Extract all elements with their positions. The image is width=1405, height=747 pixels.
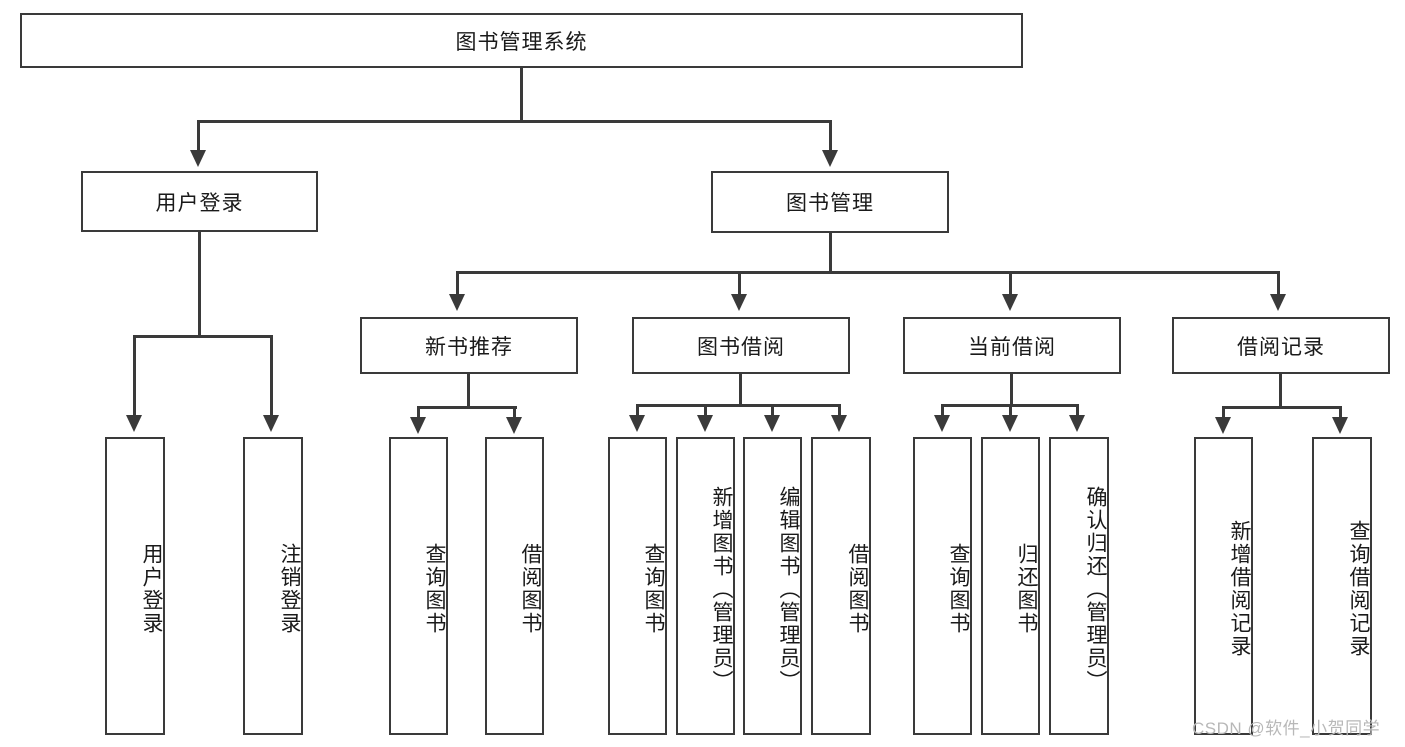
arrowhead-currentborrow-to-leaf3 <box>1069 415 1085 432</box>
leaf-add-borrow-record: 新增借阅记录 <box>1194 437 1253 735</box>
edge-newbook-to-leaf1 <box>417 406 420 419</box>
edge-bookmgmt-stem <box>829 233 832 273</box>
leaf-borrow-book-recommend-label: 借阅图书 <box>519 543 542 635</box>
leaf-borrow-book-label: 借阅图书 <box>846 543 869 635</box>
leaf-borrow-book: 借阅图书 <box>811 437 871 735</box>
edge-bookborrow-to-leaf4 <box>838 404 841 417</box>
edge-bookmgmt-to-newbook <box>456 271 459 296</box>
arrowhead-bookmgmt-to-newbook <box>449 294 465 311</box>
arrowhead-login-to-leaf1 <box>126 415 142 432</box>
arrowhead-bookborrow-to-leaf2 <box>697 415 713 432</box>
edge-bookborrow-to-leaf2 <box>704 404 707 417</box>
edge-records-to-leaf2 <box>1339 406 1342 419</box>
leaf-add-book-admin: 新增图书（管理员） <box>676 437 735 735</box>
leaf-query-book-borrow: 查询图书 <box>608 437 667 735</box>
node-current-borrow: 当前借阅 <box>903 317 1121 374</box>
edge-login-stem <box>198 232 201 336</box>
edge-root-bar <box>197 120 832 123</box>
node-current-borrow-label: 当前借阅 <box>968 335 1056 359</box>
leaf-query-book-current: 查询图书 <box>913 437 972 735</box>
arrowhead-root-to-bookmgmt <box>822 150 838 167</box>
arrowhead-root-to-login <box>190 150 206 167</box>
edge-bookmgmt-to-current <box>1009 271 1012 296</box>
edge-bookborrow-stem <box>739 374 742 406</box>
edge-bookborrow-to-leaf3 <box>771 404 774 417</box>
leaf-edit-book-admin-label: 编辑图书（管理员） <box>777 485 800 693</box>
leaf-logout-label: 注销登录 <box>278 543 301 635</box>
edge-currentborrow-to-leaf1 <box>941 404 944 417</box>
edge-newbook-to-leaf2 <box>513 406 516 419</box>
leaf-user-login: 用户登录 <box>105 437 165 735</box>
arrowhead-currentborrow-to-leaf1 <box>934 415 950 432</box>
leaf-query-book-borrow-label: 查询图书 <box>642 543 665 635</box>
leaf-query-borrow-record: 查询借阅记录 <box>1312 437 1372 735</box>
leaf-borrow-book-recommend: 借阅图书 <box>485 437 544 735</box>
leaf-user-login-label: 用户登录 <box>140 543 163 635</box>
edge-newbook-bar <box>417 406 517 409</box>
node-user-login-label: 用户登录 <box>155 191 244 215</box>
node-root: 图书管理系统 <box>20 13 1023 68</box>
node-new-book-recommend-label: 新书推荐 <box>425 335 513 359</box>
node-user-login: 用户登录 <box>81 171 318 232</box>
node-borrow-records: 借阅记录 <box>1172 317 1390 374</box>
leaf-query-book-recommend: 查询图书 <box>389 437 448 735</box>
leaf-query-book-recommend-label: 查询图书 <box>423 543 446 635</box>
arrowhead-currentborrow-to-leaf2 <box>1002 415 1018 432</box>
arrowhead-records-to-leaf1 <box>1215 417 1231 434</box>
arrowhead-login-to-leaf2 <box>263 415 279 432</box>
edge-root-to-bookmgmt <box>829 120 832 152</box>
edge-records-stem <box>1279 374 1282 409</box>
leaf-confirm-return-admin: 确认归还（管理员） <box>1049 437 1109 735</box>
leaf-edit-book-admin: 编辑图书（管理员） <box>743 437 802 735</box>
edge-bookmgmt-to-records <box>1277 271 1280 296</box>
node-root-label: 图书管理系统 <box>455 30 588 54</box>
leaf-logout: 注销登录 <box>243 437 303 735</box>
arrowhead-bookmgmt-to-records <box>1270 294 1286 311</box>
arrowhead-records-to-leaf2 <box>1332 417 1348 434</box>
leaf-add-borrow-record-label: 新增借阅记录 <box>1228 520 1251 658</box>
edge-root-stem <box>520 68 523 120</box>
edge-login-to-leaf1 <box>133 335 136 417</box>
edge-login-to-leaf2 <box>270 335 273 417</box>
node-book-management-label: 图书管理 <box>786 192 874 215</box>
leaf-add-book-admin-label: 新增图书（管理员） <box>710 485 733 693</box>
arrowhead-bookborrow-to-leaf3 <box>764 415 780 432</box>
node-borrow-records-label: 借阅记录 <box>1237 335 1325 359</box>
edge-newbook-stem <box>467 374 470 409</box>
edge-login-bar <box>133 335 273 338</box>
edge-records-to-leaf1 <box>1222 406 1225 419</box>
arrowhead-bookmgmt-to-current <box>1002 294 1018 311</box>
leaf-confirm-return-admin-label: 确认归还（管理员） <box>1084 485 1107 693</box>
leaf-return-book-label: 归还图书 <box>1015 543 1038 635</box>
leaf-query-book-current-label: 查询图书 <box>947 543 970 635</box>
edge-currentborrow-stem <box>1010 374 1013 406</box>
edge-bookmgmt-to-borrow <box>738 271 741 296</box>
edge-bookmgmt-bar <box>456 271 1279 274</box>
edge-root-to-login <box>197 120 200 152</box>
node-new-book-recommend: 新书推荐 <box>360 317 578 374</box>
edge-records-bar <box>1222 406 1342 409</box>
edge-bookborrow-to-leaf1 <box>636 404 639 417</box>
edge-bookborrow-bar <box>636 404 841 407</box>
node-book-management: 图书管理 <box>711 171 949 233</box>
edge-currentborrow-to-leaf2 <box>1009 404 1012 417</box>
arrowhead-newbook-to-leaf1 <box>410 417 426 434</box>
arrowhead-bookborrow-to-leaf4 <box>831 415 847 432</box>
leaf-query-borrow-record-label: 查询借阅记录 <box>1347 520 1370 658</box>
leaf-return-book: 归还图书 <box>981 437 1040 735</box>
arrowhead-bookmgmt-to-borrow <box>731 294 747 311</box>
node-book-borrow-label: 图书借阅 <box>697 335 785 359</box>
csdn-watermark: CSDN @软件_小贺同学 <box>1192 719 1381 738</box>
arrowhead-bookborrow-to-leaf1 <box>629 415 645 432</box>
arrowhead-newbook-to-leaf2 <box>506 417 522 434</box>
node-book-borrow: 图书借阅 <box>632 317 850 374</box>
edge-currentborrow-to-leaf3 <box>1076 404 1079 417</box>
